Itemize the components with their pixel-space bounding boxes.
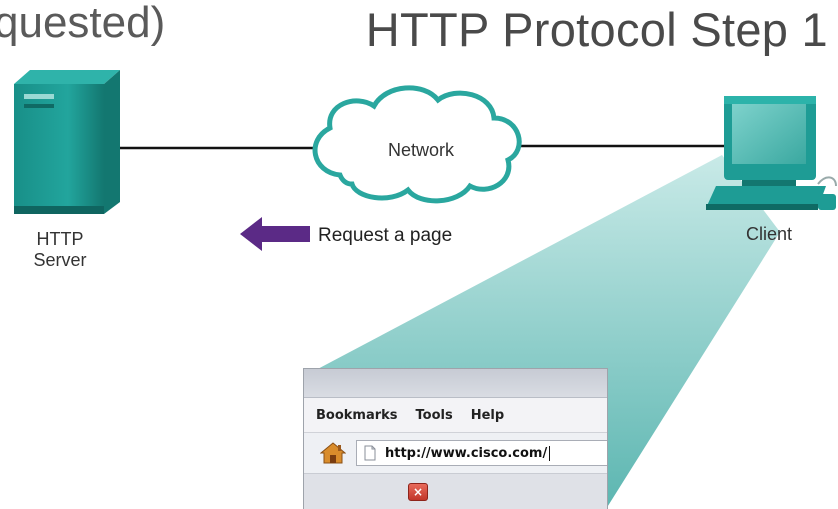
browser-tabbar: × — [304, 474, 607, 509]
browser-window: Bookmarks Tools Help http://www. — [303, 368, 608, 509]
server-label-line1: HTTP — [36, 229, 84, 249]
request-arrow — [240, 217, 310, 251]
close-icon[interactable]: × — [408, 483, 428, 501]
home-icon — [320, 442, 346, 464]
home-button[interactable] — [318, 439, 348, 467]
cloud-icon — [312, 85, 522, 204]
server-icon — [14, 70, 120, 214]
address-value: http://www.cisco.com/ — [385, 445, 551, 461]
request-label: Request a page — [318, 225, 453, 246]
browser-titlebar — [304, 369, 607, 398]
slide-title: HTTP Protocol Step 1 — [365, 3, 828, 56]
browser-navbar: http://www.cisco.com/ — [304, 433, 607, 474]
previous-slide-title-fragment: quested) — [0, 0, 166, 47]
menu-help[interactable]: Help — [470, 407, 505, 423]
page-icon — [361, 443, 379, 463]
client-label: Client — [745, 224, 793, 244]
computer-icon — [706, 96, 837, 210]
menu-tools[interactable]: Tools — [415, 407, 453, 423]
menu-bookmarks[interactable]: Bookmarks — [316, 407, 398, 423]
address-bar[interactable]: http://www.cisco.com/ — [356, 440, 607, 466]
view-beam — [312, 155, 780, 509]
network-label: Network — [387, 140, 454, 160]
server-label-line2: Server — [33, 249, 87, 270]
server-label: HTTP Server — [18, 229, 102, 270]
browser-menubar: Bookmarks Tools Help — [304, 398, 607, 433]
